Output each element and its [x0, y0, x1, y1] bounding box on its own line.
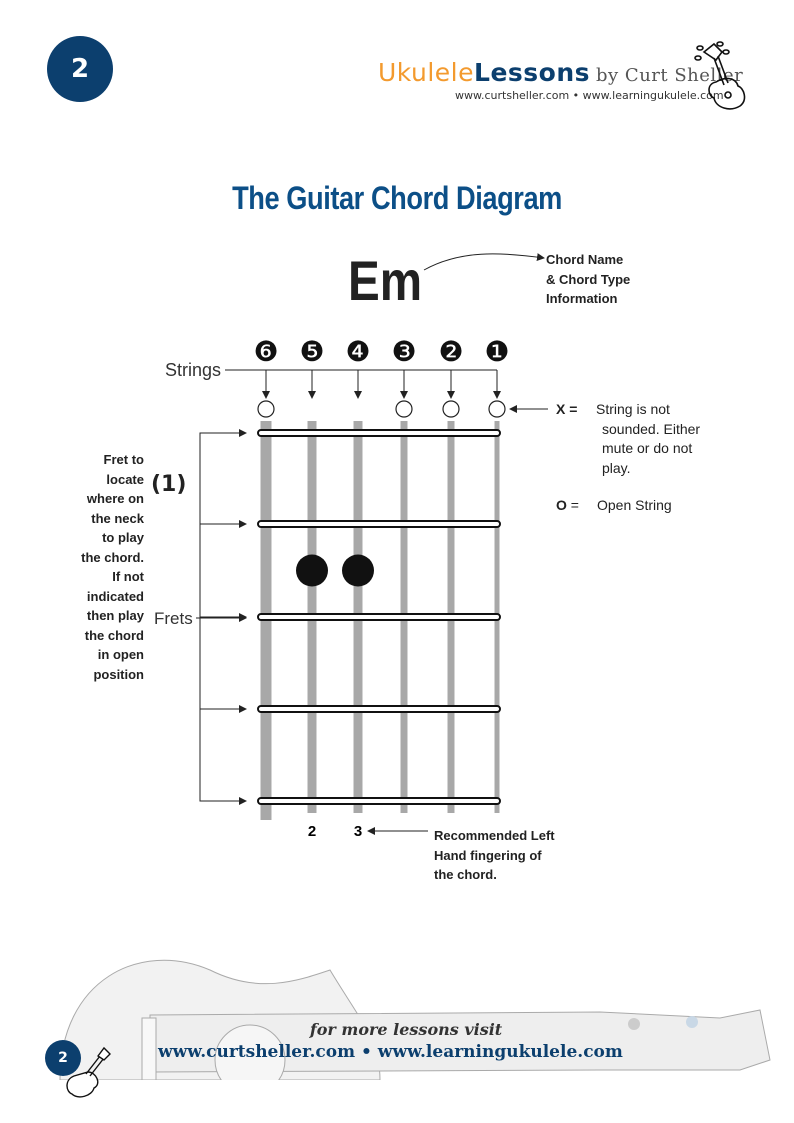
- open-string-marker: [488, 400, 506, 418]
- note-line: the chord.: [81, 549, 144, 565]
- logo-ukulele: Ukulele: [378, 58, 475, 87]
- fingering-note: Recommended Left Hand fingering of the c…: [434, 826, 555, 885]
- note-line: Chord Name: [546, 252, 624, 267]
- open-string-marker: [257, 400, 275, 418]
- note-line: Information: [546, 291, 618, 306]
- note-line: the chord: [84, 627, 144, 643]
- fret-wire: [257, 613, 501, 621]
- string-number-6: ❻: [253, 335, 278, 368]
- legend-o: O = Open String: [556, 496, 672, 516]
- chord-name: Em: [348, 249, 423, 312]
- fret-wire: [257, 705, 501, 713]
- o-equals: =: [570, 497, 579, 513]
- note-line: the chord.: [434, 867, 497, 882]
- string-number-5: ❺: [299, 335, 324, 368]
- string-number-4: ❹: [345, 335, 370, 368]
- footer-page-number: 2: [45, 1040, 81, 1076]
- fret-wire: [257, 429, 501, 437]
- note-line: position: [93, 666, 144, 682]
- finger-number: 2: [308, 823, 316, 840]
- footer-ukulele-icon: [66, 1046, 111, 1098]
- note-line: to play: [102, 530, 144, 545]
- footer-urls[interactable]: www.curtsheller.com • www.learningukulel…: [158, 1042, 623, 1062]
- footer-visit-text: for more lessons visit: [309, 1020, 503, 1039]
- legend-line: play.: [602, 459, 631, 476]
- note-line: & Chord Type: [546, 271, 631, 287]
- logo-lessons: Lessons: [474, 58, 591, 87]
- string-number-1: ❶: [484, 335, 509, 368]
- note-line: Recommended Left: [434, 828, 555, 843]
- legend-line: sounded. Either: [602, 420, 701, 437]
- strings-label: Strings: [165, 360, 221, 380]
- legend-line: mute or do not: [602, 440, 693, 456]
- legend-line: Open String: [597, 497, 672, 513]
- open-string-marker: [395, 400, 413, 418]
- finger-dot: [342, 554, 374, 587]
- o-symbol: O: [556, 497, 567, 513]
- logo-byline: by Curt Sheller: [596, 65, 744, 86]
- chord-name-note: Chord Name & Chord Type Information: [546, 250, 630, 309]
- page-title: The Guitar Chord Diagram: [232, 180, 562, 216]
- legend-line: String is not: [596, 401, 670, 417]
- note-line: the neck: [91, 510, 144, 526]
- note-line: then play: [86, 608, 144, 623]
- note-line: locate: [106, 471, 144, 487]
- x-symbol: X =: [556, 401, 578, 417]
- ukulele-logo-icon: [694, 41, 746, 110]
- note-line: in open: [97, 647, 144, 662]
- legend-x: X = String is not sounded. Either mute o…: [556, 400, 700, 476]
- string-number-2: ❷: [438, 335, 463, 368]
- frets-label: Frets: [154, 609, 193, 628]
- fret-wire: [257, 520, 501, 528]
- header-urls: www.curtsheller.com • www.learningukulel…: [455, 89, 724, 102]
- fret-position: (1): [151, 472, 186, 497]
- finger-dot: [296, 554, 328, 587]
- fret-wire: [257, 797, 501, 805]
- page-number-badge: 2: [47, 36, 113, 102]
- fret-note: Fret to locate where on the neck to play…: [60, 450, 144, 684]
- string-number-3: ❸: [391, 335, 416, 368]
- note-line: If not: [112, 569, 144, 584]
- ukulele-background-illustration: [59, 959, 771, 1080]
- open-string-marker: [442, 400, 460, 418]
- note-line: where on: [86, 491, 144, 506]
- note-line: indicated: [86, 588, 144, 604]
- finger-number: 3: [354, 823, 362, 840]
- note-line: Hand fingering of: [434, 847, 542, 863]
- chord-name-arrow: [423, 253, 545, 271]
- note-line: Fret to: [103, 452, 144, 467]
